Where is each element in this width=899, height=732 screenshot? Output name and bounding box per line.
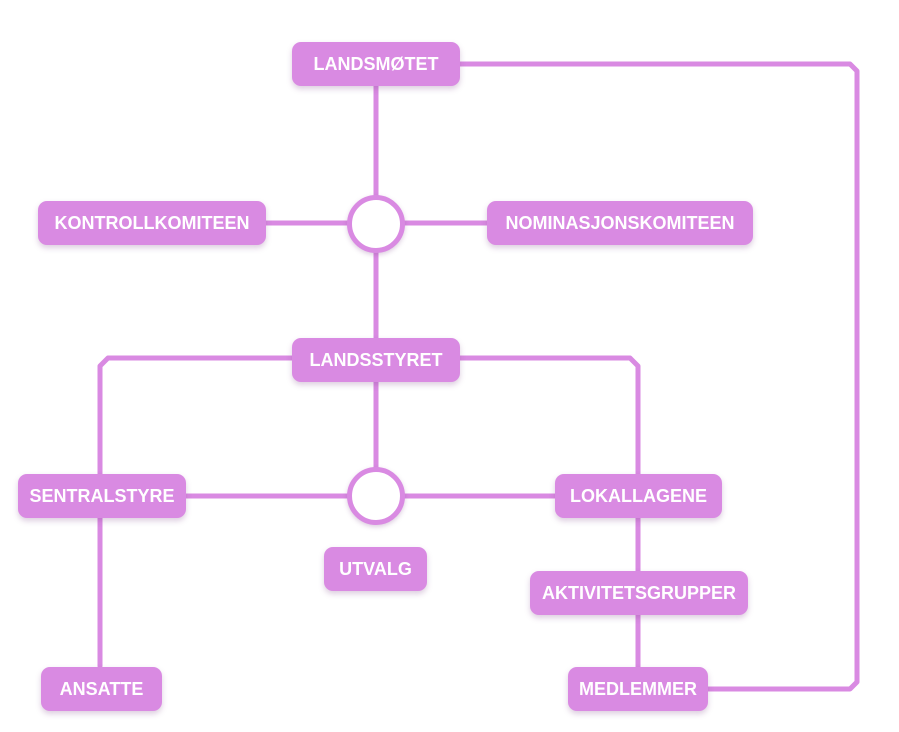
- line-landsstyret-sentralstyre: [97, 355, 295, 478]
- node-sentralstyre: SENTRALSTYRE: [18, 474, 186, 518]
- node-lokallagene: LOKALLAGENE: [555, 474, 722, 518]
- node-aktivitetsgrupper: AKTIVITETSGRUPPER: [530, 571, 748, 615]
- node-landsstyret: LANDSSTYRET: [292, 338, 460, 382]
- node-medlemmer: MEDLEMMER: [568, 667, 708, 711]
- node-nominasjonskomiteen: NOMINASJONSKOMITEEN: [487, 201, 753, 245]
- line-landsstyret-lokallagene: [457, 355, 641, 478]
- node-utvalg: UTVALG: [324, 547, 427, 591]
- hub-circle-upper: [347, 195, 405, 253]
- node-kontrollkomiteen: KONTROLLKOMITEEN: [38, 201, 266, 245]
- node-landsmotet: LANDSMØTET: [292, 42, 460, 86]
- line-medlemmer-landsmotet: [457, 61, 860, 692]
- node-ansatte: ANSATTE: [41, 667, 162, 711]
- hub-circle-lower: [347, 467, 405, 525]
